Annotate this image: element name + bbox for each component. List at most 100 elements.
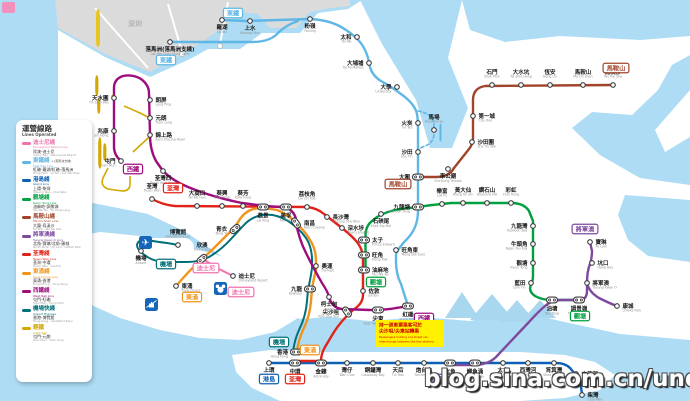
legend-route-zh: 北角-寶琳/北角-康城: [33, 241, 70, 247]
station-label-zh: 天后: [392, 366, 404, 374]
shenzhen-stop-2: [217, 43, 223, 49]
station-label-en: Mong Kok East: [402, 253, 426, 257]
line-island: [267, 361, 584, 397]
station-label-zh: 迪士尼: [239, 272, 256, 280]
station-label-en: Fo Tan: [402, 126, 412, 130]
station-label-zh: 欣澳: [196, 241, 208, 249]
station-label-zh: 上環: [263, 366, 275, 374]
station-label-en: Chai Wan: [588, 398, 603, 401]
legend-line-name-zh: 東涌綫: [33, 269, 50, 276]
svg-text:✈: ✈: [142, 239, 150, 249]
legend-route-en: North Point - Po Lam / LOHAS Park: [33, 245, 81, 250]
station-label-zh: 西灣河: [520, 366, 537, 374]
legend-route-en: Tsuen Wan - Central: [33, 263, 61, 268]
legend-route-en: Tuen Mun - Yuen Long: [33, 337, 64, 342]
station-label-en: Sai Wan Ho: [519, 373, 537, 377]
line-label-kwun-tong: 觀塘: [365, 276, 387, 288]
legend-swatch: [22, 234, 31, 238]
station-label-zh: 屯門: [104, 157, 116, 165]
legend-swatch: [22, 253, 31, 257]
water-north-east: [462, 0, 690, 42]
station-label-en: Kam Sheung Road: [156, 138, 185, 142]
station-label-zh: 葵芳: [236, 189, 249, 197]
station-label-zh: 車公廟: [440, 172, 457, 180]
svg-text:觀塘: 觀塘: [574, 312, 587, 320]
station-label-en: Tsing Yi: [214, 232, 227, 236]
station-label-zh: 北角: [444, 368, 455, 376]
station-label-en: Shek Kip Mei: [371, 224, 392, 228]
station-label-en: LOHAS Park: [623, 309, 642, 313]
station-label-zh: 深水埗: [348, 224, 365, 232]
station-label-en: Choi Hung: [503, 193, 520, 197]
station-label-zh: 沙田圍: [478, 138, 495, 146]
station-label-en: Che Kung Temple: [434, 179, 462, 183]
station-label-en: Wan Chai: [339, 373, 354, 377]
legend-swatch: [22, 290, 31, 294]
legend-route-zh: 香港-博覽館: [33, 315, 55, 321]
station-label-zh: 寶琳: [595, 238, 608, 246]
station-label-zh: 荃灣: [146, 182, 158, 190]
mickey-icon: [214, 282, 227, 295]
legend-route-en: Sheung Wan - Chai Wan: [33, 189, 67, 194]
legend-swatch: [22, 216, 31, 220]
island-east-wedge: [655, 90, 690, 152]
station-label-en: Mong Kok: [372, 258, 388, 262]
svg-text:機場: 機場: [160, 260, 173, 268]
legend-swatch: [22, 271, 31, 275]
station-label-zh: 油麻地: [372, 266, 389, 274]
legend-swatch: [22, 160, 31, 164]
station-label-en: Yau Ma Tei: [372, 273, 389, 277]
legend-route-zh: 欣澳-迪士尼: [33, 148, 55, 154]
line-label-east-rail: 東鐵: [222, 7, 244, 19]
station-label-en: Shek Mun: [484, 75, 500, 79]
station-label-en: City One: [479, 119, 493, 123]
station-label-zh: 馬鞍山: [574, 68, 592, 76]
station-label-zh: 奧運: [322, 262, 334, 270]
legend-line-name-zh: 將軍澳綫: [33, 232, 56, 239]
station-label-en: Ngau Tau Kok: [506, 247, 528, 251]
legend-line-name-en: Airport Express: [33, 312, 56, 317]
station-label-en: Tin Hau: [391, 373, 404, 377]
legend-route-en: Sunny Bay - Disneyland Resort: [33, 152, 77, 157]
region-label-item: 深圳: [128, 19, 142, 28]
station-label-zh: 馬場: [427, 113, 440, 121]
station-label-en: Siu Hong: [94, 134, 108, 138]
station-label-zh: 太子: [372, 236, 384, 244]
legend-title-en: Lines Operated: [22, 132, 57, 138]
legend-line-name-en: Light Rail: [33, 330, 47, 335]
svg-text:Passengers holding one ticket: Passengers holding one ticket can: [379, 335, 428, 339]
station-lok-ma-chau-spur-line: 落馬洲(落馬洲支綫)Lok Ma Chau (Spur Line): [145, 39, 195, 56]
station-label-zh: 旺角: [372, 251, 383, 259]
cable-car-icon: [145, 298, 158, 311]
light-rail-loop-4: [103, 143, 107, 161]
station-label-zh: 柯士甸: [321, 300, 338, 308]
